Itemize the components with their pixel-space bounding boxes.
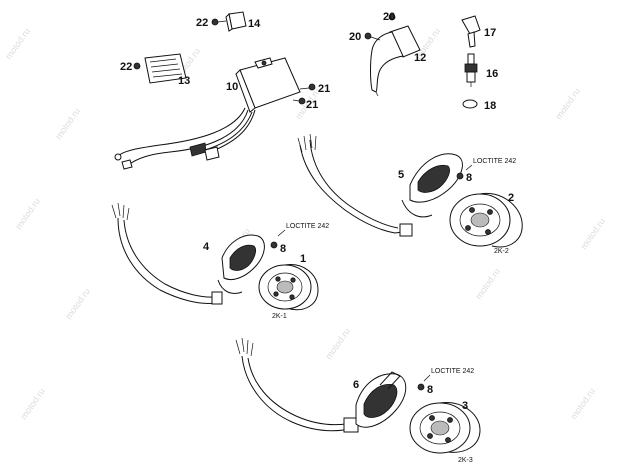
watermark: motod.ru	[473, 266, 502, 301]
callout-2: 2	[508, 192, 514, 204]
screw-8	[417, 383, 425, 391]
watermark: motod.ru	[13, 196, 42, 231]
callout-17: 17	[484, 27, 496, 39]
part-12-ignition-coil	[364, 13, 421, 97]
part-5-stator-2k2	[297, 133, 463, 237]
callout-13: 13	[178, 75, 190, 87]
callout-22: 22	[120, 61, 132, 73]
callout-14: 14	[248, 18, 261, 30]
part-4-stator-2k1	[111, 202, 265, 305]
variant-label: 2K-3	[458, 457, 473, 464]
callout-22: 22	[196, 17, 208, 29]
callout-10: 10	[226, 81, 238, 93]
callout-8: 8	[427, 384, 433, 396]
part-6-stator-2k3	[235, 337, 407, 433]
leader-line	[277, 229, 286, 237]
callout-1: 1	[300, 253, 306, 265]
variant-label: 2K-2	[494, 248, 509, 255]
part-13-regulator	[133, 53, 187, 84]
watermark: motod.ru	[578, 216, 607, 251]
part-18-washer	[462, 99, 478, 109]
callout-8: 8	[466, 172, 472, 184]
part-14-relay	[211, 11, 247, 32]
leader-line	[465, 164, 473, 171]
part-3-flywheel	[409, 402, 481, 454]
part-1-flywheel	[258, 264, 319, 311]
watermark: motod.ru	[63, 286, 92, 321]
callout-6: 6	[353, 379, 359, 391]
watermark: motod.ru	[53, 106, 82, 141]
watermark: motod.ru	[18, 386, 47, 421]
callout-8: 8	[280, 243, 286, 255]
loctite-label: LOCTITE 242	[286, 223, 329, 230]
loctite-label: LOCTITE 242	[431, 368, 474, 375]
callout-12: 12	[414, 52, 426, 64]
callout-21: 21	[318, 83, 330, 95]
callout-20: 20	[383, 11, 395, 23]
loctite-label: LOCTITE 242	[473, 158, 516, 165]
screw-8	[270, 241, 278, 249]
variant-label: 2K-1	[272, 313, 287, 320]
callout-4: 4	[203, 241, 210, 253]
part-2-flywheel	[449, 192, 523, 248]
callout-20: 20	[349, 31, 361, 43]
callout-21: 21	[306, 99, 318, 111]
part-16-spark-plug	[464, 53, 478, 87]
callout-5: 5	[398, 169, 404, 181]
callout-3: 3	[462, 400, 468, 412]
watermark: motod.ru	[568, 386, 597, 421]
part-17-spark-plug-cap	[461, 15, 481, 48]
callout-16: 16	[486, 68, 498, 80]
watermark: motod.ru	[553, 86, 582, 121]
part-10-cdi-box	[114, 57, 316, 170]
watermark: motod.ru	[323, 326, 352, 361]
leader-line	[423, 374, 431, 382]
watermark: motod.ru	[3, 26, 32, 61]
callout-18: 18	[484, 100, 496, 112]
screw-8	[456, 172, 464, 180]
